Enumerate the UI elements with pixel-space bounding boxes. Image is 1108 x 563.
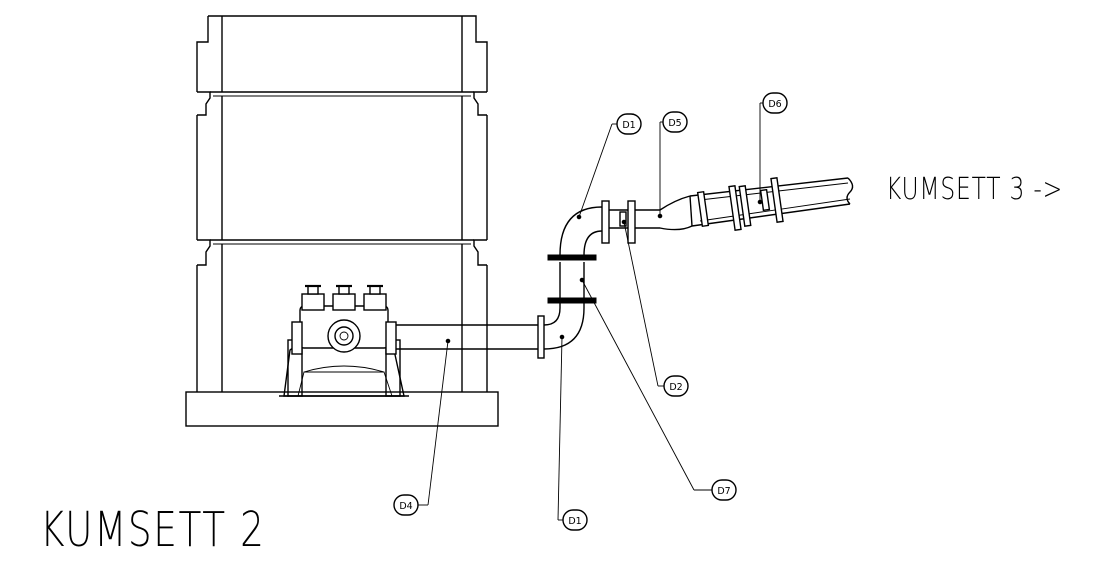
- inclined-pipe: [689, 177, 854, 231]
- callout-d1-lower: D1: [562, 509, 588, 531]
- callout-d5-text: D5: [668, 118, 681, 129]
- pipe-horizontal: [396, 315, 545, 359]
- callout-d2: D2: [663, 375, 689, 397]
- callout-leaders: [418, 102, 763, 521]
- callout-d4: D4: [393, 494, 419, 516]
- lower-elbow: [543, 307, 585, 350]
- drawing-title: KUMSETT 2: [40, 502, 266, 558]
- manhole-chamber: [185, 15, 499, 427]
- next-section-label: KUMSETT 3 ->: [886, 172, 1064, 207]
- callout-d1-upper: D1: [616, 113, 642, 135]
- callout-d5: D5: [662, 111, 688, 133]
- callout-d7-text: D7: [717, 486, 730, 497]
- reducer: [635, 195, 693, 231]
- valve-assembly: [279, 284, 409, 397]
- callout-d2-text: D2: [669, 382, 682, 393]
- callout-d1-upper-text: D1: [622, 120, 635, 131]
- callout-d6-text: D6: [768, 99, 781, 110]
- callout-d4-text: D4: [399, 501, 412, 512]
- callout-d7: D7: [711, 479, 737, 501]
- flange-pair: [601, 200, 636, 244]
- upper-elbow: [559, 206, 603, 256]
- callout-d1-lower-text: D1: [568, 516, 581, 527]
- vertical-pipe: [547, 254, 597, 308]
- callout-d6: D6: [762, 92, 788, 114]
